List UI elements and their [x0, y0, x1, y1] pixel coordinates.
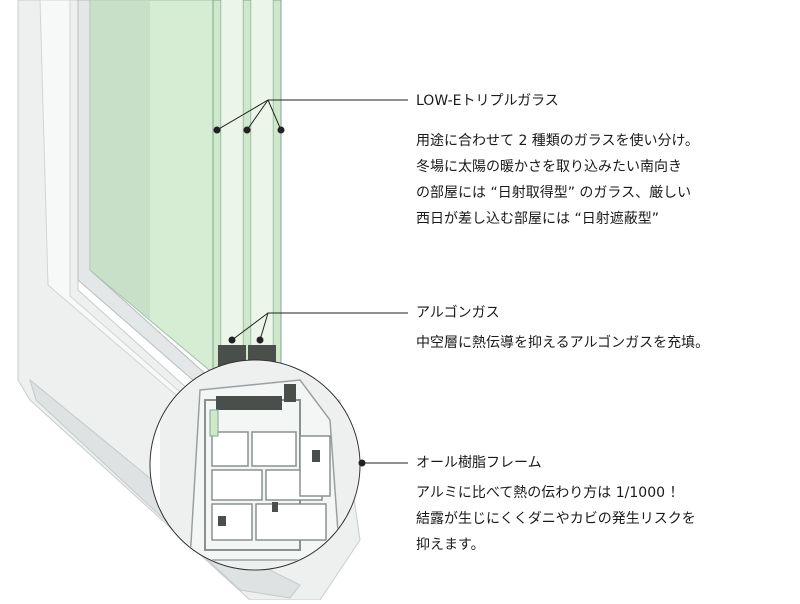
callout-line: 抑えます。 — [416, 537, 485, 553]
callout-line: アルミに比べて熱の伝わり方は 1/1000 ！ — [416, 485, 684, 501]
leader-dots — [213, 126, 366, 467]
callout-title-lowe-glass: LOW-Eトリプルガラス — [416, 93, 559, 109]
callout-line: の部屋には “日射取得型” のガラス、厳しい — [416, 185, 692, 201]
resin-frame-profile — [160, 361, 359, 569]
callout-desc-argon: 中空層に熱伝導を抑えるアルゴンガスを充填。 — [416, 330, 709, 356]
callout-title-resin-frame: オール樹脂フレーム — [416, 455, 542, 471]
callout-desc-resin-frame: アルミに比べて熱の伝わり方は 1/1000 ！ 結露が生じにくくダニやカビの発生… — [416, 480, 696, 558]
callout-title-argon: アルゴンガス — [416, 305, 500, 321]
callout-line: 西日が差し込む部屋には “日射遮蔽型” — [416, 211, 659, 227]
glass-sheet-1 — [212, 0, 222, 386]
argon-gap-1 — [221, 0, 243, 385]
callout-line: 結露が生じにくくダニやカビの発生リスクを — [416, 511, 696, 527]
glass-sheet-3 — [272, 0, 282, 386]
callout-line: 中空層に熱伝導を抑えるアルゴンガスを充填。 — [416, 335, 710, 351]
callout-line: 用途に合わせて 2 種類のガラスを使い分け。 — [416, 133, 699, 149]
argon-gap-2 — [251, 0, 273, 385]
callout-desc-lowe-glass: 用途に合わせて 2 種類のガラスを使い分け。 冬場に太陽の暖かさを取り込みたい南… — [416, 128, 699, 232]
glass-shadow-band — [90, 0, 150, 320]
callout-line: 冬場に太陽の暖かさを取り込みたい南向き — [416, 159, 682, 175]
leader-lines — [216, 99, 408, 464]
